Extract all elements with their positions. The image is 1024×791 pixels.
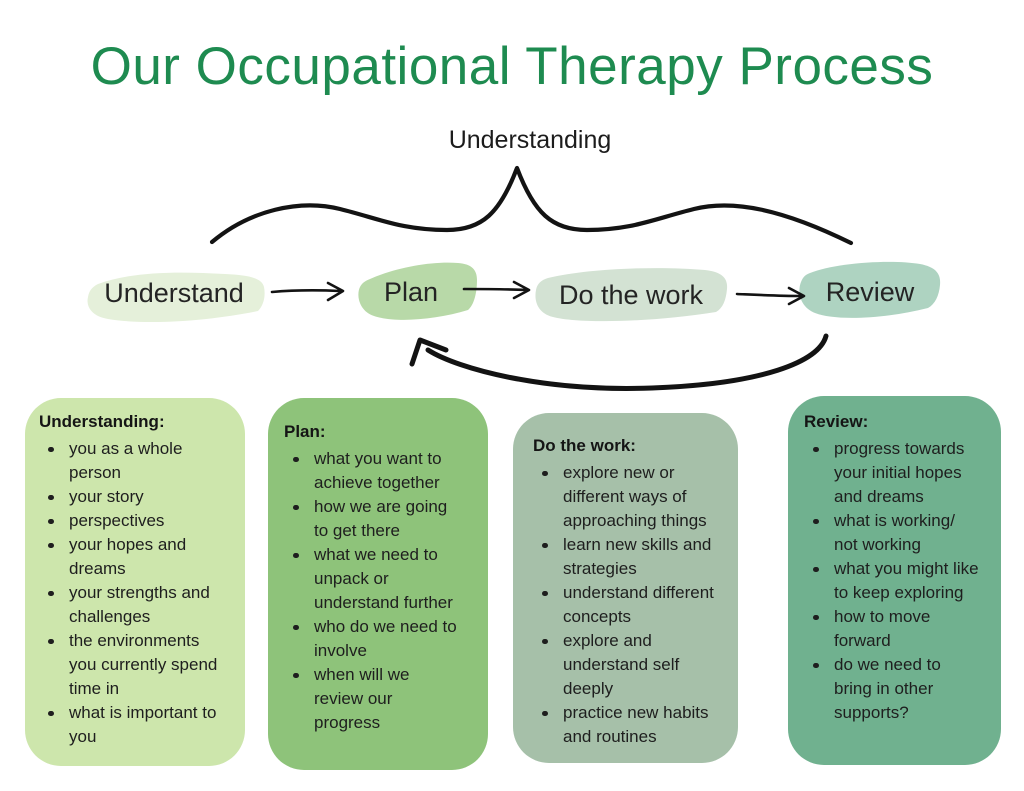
step-label-do-the-work: Do the work (558, 280, 704, 310)
box-plan: Plan: what you want to achieve together … (268, 398, 488, 770)
list-item: progress towards your initial hopes and … (804, 437, 981, 509)
highlight-blob-understand (87, 272, 265, 323)
list-item: what you might like to keep exploring (804, 557, 981, 605)
bullet-list: what you want to achieve together how we… (284, 447, 462, 735)
arrow-right-icon (462, 280, 531, 300)
step-label-understand: Understand (104, 278, 244, 308)
list-item: how we are going to get there (284, 495, 462, 543)
list-item: understand different concepts (533, 581, 721, 629)
bullet-list: progress towards your initial hopes and … (804, 437, 981, 725)
box-review: Review: progress towards your initial ho… (788, 396, 1001, 765)
list-item: your hopes and dreams (39, 533, 221, 581)
ink-strokes (209, 165, 854, 391)
step-label-plan: Plan (383, 277, 439, 307)
return-arrow-icon (409, 333, 829, 391)
list-item: explore new or different ways of approac… (533, 461, 721, 533)
list-item: practice new habits and routines (533, 701, 721, 749)
box-header: Plan: (284, 422, 326, 441)
box-header: Understanding: (39, 412, 165, 431)
arrow-right-icon (270, 281, 345, 302)
list-item: your strengths and challenges (39, 581, 221, 629)
highlight-blob-do-the-work (535, 268, 728, 322)
box-do-the-work: Do the work: explore new or different wa… (513, 413, 738, 763)
bullet-list: explore new or different ways of approac… (533, 461, 721, 749)
list-item: what we need to unpack or understand fur… (284, 543, 462, 615)
box-understanding: Understanding: you as a whole person you… (25, 398, 245, 766)
brace-curve (209, 165, 854, 246)
list-item: what you want to achieve together (284, 447, 462, 495)
list-item: your story (39, 485, 221, 509)
list-item: when will we review our progress (284, 663, 462, 735)
highlight-blob-plan (358, 262, 477, 320)
list-item: how to move forward (804, 605, 981, 653)
list-item: what is important to you (39, 701, 221, 749)
step-label-review: Review (825, 277, 915, 307)
list-item: what is working/ not working (804, 509, 981, 557)
overarching-label: Understanding (448, 126, 612, 154)
list-item: explore and understand self deeply (533, 629, 721, 701)
list-item: do we need to bring in other supports? (804, 653, 981, 725)
list-item: the environments you currently spend tim… (39, 629, 221, 701)
highlight-blob-review (799, 261, 941, 318)
list-item: learn new skills and strategies (533, 533, 721, 581)
list-item: perspectives (39, 509, 221, 533)
list-item: who do we need to involve (284, 615, 462, 663)
box-header: Review: (804, 412, 869, 431)
box-header: Do the work: (533, 436, 636, 455)
list-item: you as a whole person (39, 437, 221, 485)
bullet-list: you as a whole person your story perspec… (39, 437, 221, 749)
page-title: Our Occupational Therapy Process (90, 37, 934, 96)
arrow-right-icon (735, 286, 806, 306)
